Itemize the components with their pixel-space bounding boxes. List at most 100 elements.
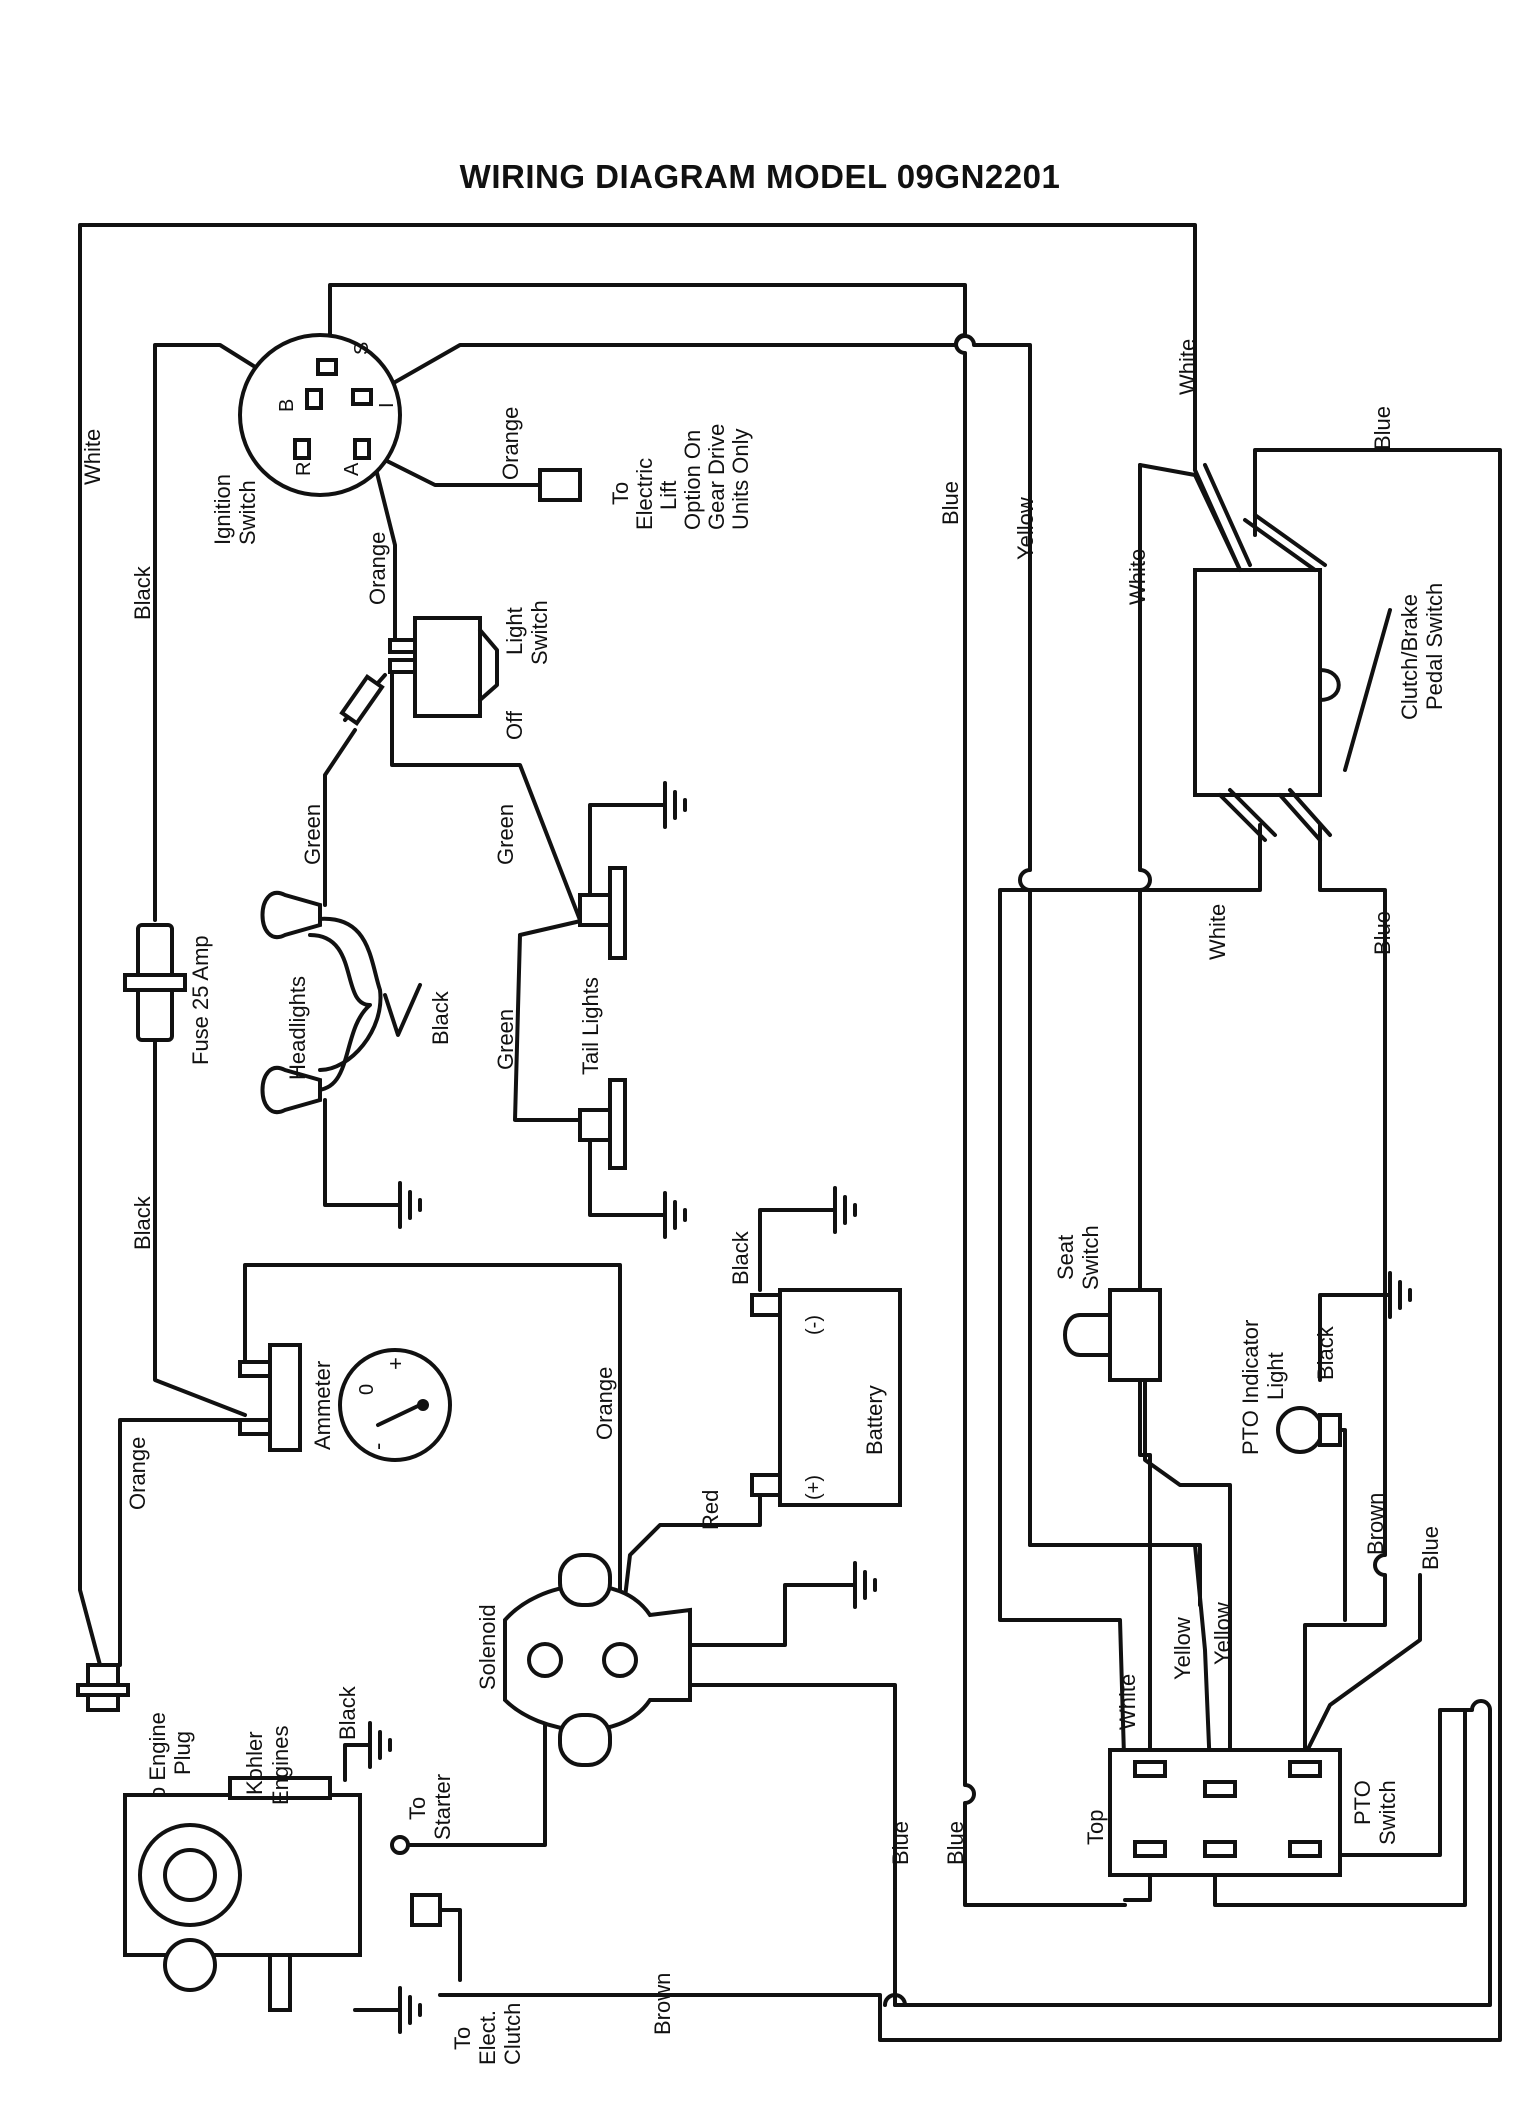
wire-green-head2 — [323, 728, 357, 907]
pto-light-line1: PTO Indicator — [1238, 1320, 1263, 1455]
wire-label-orange: Orange — [125, 1437, 150, 1510]
wire-label-white: White — [1205, 904, 1230, 960]
wire-yellow-long — [1028, 1543, 1212, 1772]
wires — [78, 223, 1502, 2042]
engine-plug: To Engine Plug — [76, 1663, 195, 1810]
ignition-label-2: Switch — [235, 480, 260, 545]
wire-label-black: Black — [130, 565, 155, 620]
ammeter-needle — [376, 1403, 422, 1427]
light-switch-off: Off — [502, 710, 527, 740]
ammeter-label: Ammeter — [310, 1361, 335, 1450]
ground-icon — [368, 1721, 392, 1769]
solenoid-mount — [558, 1713, 612, 1767]
clutch-line2: Elect. — [475, 2010, 500, 2065]
headlights: Headlights Black — [260, 890, 453, 1115]
wire-label-black: Black — [728, 1230, 753, 1285]
ignition-terminal-i — [351, 388, 373, 406]
wire-green-tail2 — [513, 918, 587, 1122]
fuse-band — [123, 973, 187, 992]
solenoid-terminal — [527, 1642, 563, 1678]
inline-resistor — [339, 674, 385, 726]
terminal-label-a: A — [341, 462, 363, 476]
wire-black-lower — [153, 1038, 247, 1417]
wire-batt-gnd — [758, 1208, 837, 1292]
wire-pto-light-brown — [1308, 1428, 1347, 1622]
wire-label-blue: Blue — [888, 1821, 913, 1865]
wire-cb-bottom-right — [1303, 823, 1387, 1792]
light-switch-label-2: Switch — [527, 600, 552, 665]
wire-orange-lift — [373, 453, 542, 487]
headlight-black-label: Black — [428, 990, 453, 1045]
ignition-terminal-b — [305, 388, 323, 410]
fuse-label: Fuse 25 Amp — [188, 935, 213, 1065]
wire-seat-down — [1143, 1328, 1232, 1792]
wire-sol-blue — [688, 1683, 1492, 2007]
wire-label-brown: Brown — [650, 1973, 675, 2035]
starter: To Starter — [390, 1774, 455, 1855]
headlights-label: Headlights — [285, 976, 310, 1080]
wire-labels: White Black Black Orange Orange Orange O… — [80, 339, 1443, 2035]
black-wire-v — [383, 983, 422, 1037]
battery-neg-terminal — [750, 1293, 782, 1317]
light-switch-body — [413, 616, 482, 718]
ground-icon — [398, 1986, 422, 2034]
pto-switch-top: Top — [1083, 1810, 1108, 1845]
wire-label-yellow: Yellow — [1170, 1617, 1195, 1680]
solenoid-mount — [558, 1553, 612, 1607]
battery-neg-label: (-) — [803, 1315, 825, 1335]
terminal-label-s: S — [351, 342, 373, 355]
wire-cb-left-top — [1138, 463, 1197, 477]
engine-pulley — [163, 1938, 217, 1992]
pto-switch-terminal — [1133, 1840, 1167, 1858]
wire-red — [618, 1478, 762, 1642]
ground-icon — [833, 1186, 857, 1234]
lift-line-1: To — [608, 482, 633, 505]
wire-kohler-gnd — [343, 1743, 372, 1782]
terminal-label-i: I — [376, 402, 398, 408]
ammeter-terminal — [238, 1418, 272, 1436]
clutch-brake-line1: Clutch/Brake — [1397, 594, 1422, 720]
wire-label-black: Black — [1313, 1325, 1338, 1380]
ammeter: Ammeter + 0 - — [238, 1343, 452, 1462]
seat-switch: Seat Switch — [1053, 1225, 1162, 1382]
wire-label-white: White — [1175, 339, 1200, 395]
tail-light-icon — [578, 1108, 612, 1142]
lift-line-3: Lift — [656, 481, 681, 510]
fuse-25-amp: Fuse 25 Amp — [123, 923, 213, 1065]
pto-switch-line2: Switch — [1375, 1780, 1400, 1845]
wire-white-outer — [78, 223, 1197, 1667]
wire-label-blue: Blue — [943, 1821, 968, 1865]
clutch-brake-line2: Pedal Switch — [1422, 583, 1447, 710]
wire-pto-blue — [1303, 1573, 1422, 1757]
wire-label-orange: Orange — [592, 1367, 617, 1440]
wire-green-tail — [390, 668, 582, 922]
light-switch-terminal — [388, 638, 417, 654]
clutch-brake-pointer — [1343, 608, 1392, 772]
pto-indicator-light: PTO Indicator Light — [1238, 1320, 1342, 1455]
solenoid-terminal — [602, 1642, 638, 1678]
tail-light-icon — [608, 1078, 627, 1170]
electric-lift-connector — [538, 468, 582, 502]
kohler-black-label: Black — [335, 1685, 360, 1740]
starter-line1: To — [405, 1797, 430, 1820]
clutch-brake-lead — [1218, 788, 1277, 842]
wire-label-white: White — [80, 429, 105, 485]
starter-line2: Starter — [430, 1774, 455, 1840]
electric-lift: To Electric Lift Option On Gear Drive Un… — [538, 424, 753, 530]
ground-icon — [853, 1561, 877, 1609]
solenoid-label: Solenoid — [475, 1604, 500, 1690]
engine-shaft — [268, 1953, 292, 2012]
kohler-line2: Engines — [268, 1725, 293, 1805]
kohler-line1: Kohler — [242, 1731, 267, 1795]
seat-switch-button — [1063, 1313, 1112, 1357]
ignition-terminal-s — [316, 358, 338, 376]
elect-clutch: To Elect. Clutch — [410, 1893, 525, 2065]
engine-top — [228, 1776, 332, 1800]
battery-pos-label: (+) — [803, 1475, 825, 1500]
clutch-brake-plunger — [1318, 668, 1341, 702]
wire-label-orange: Orange — [365, 532, 390, 605]
engine-plug-line2: Plug — [170, 1731, 195, 1775]
pto-light-line2: Light — [1263, 1352, 1288, 1400]
wire-blue-hook — [883, 1993, 907, 2007]
